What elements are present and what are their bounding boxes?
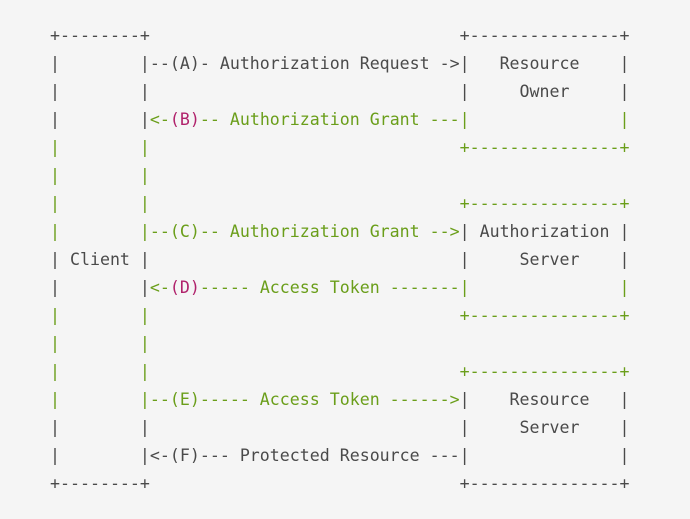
diagram-text-segment: +--------+ +---------------+ (50, 26, 630, 45)
diagram-text-segment: | Resource | (459, 390, 630, 409)
diagram-line: | |--(C)-- Authorization Grant -->| Auth… (50, 218, 629, 246)
oauth-flow-diagram: +--------+ +---------------+ | |--(A)- Au… (50, 22, 629, 498)
diagram-text-segment: <- (149, 110, 170, 129)
diagram-line: | Client | | Server | (50, 246, 629, 274)
diagram-text-segment: | Authorization | (459, 222, 630, 241)
diagram-line: +--------+ +---------------+ (50, 22, 629, 50)
diagram-line: | | +---------------+ (50, 190, 629, 218)
diagram-text-segment: | |--(E)----- Access Token ------> (50, 390, 460, 409)
diagram-text-segment: | |--(C)-- Authorization Grant --> (50, 222, 460, 241)
diagram-line: | | +---------------+ (50, 302, 629, 330)
diagram-line: | |--(E)----- Access Token ------>| Reso… (50, 386, 629, 414)
diagram-line: | |<-(B)-- Authorization Grant ---| | (50, 106, 629, 134)
diagram-line: | | +---------------+ (50, 358, 629, 386)
diagram-text-segment: | | (50, 110, 150, 129)
diagram-text-segment: | | +---------------+ (50, 138, 630, 157)
diagram-text-segment: | Client | | Server | (50, 250, 630, 269)
diagram-text-segment: | | +---------------+ (50, 306, 630, 325)
diagram-line: | |<-(F)--- Protected Resource ---| | (50, 442, 629, 470)
diagram-line: | | (50, 162, 629, 190)
diagram-text-segment: | | | Owner | (50, 82, 630, 101)
diagram-line: | | | Owner | (50, 78, 629, 106)
diagram-text-segment: (B) (169, 110, 200, 129)
diagram-text-segment: -- Authorization Grant ---| | (199, 110, 630, 129)
diagram-text-segment: | | (50, 278, 150, 297)
diagram-line: | | | Server | (50, 414, 629, 442)
diagram-text-segment: | |--(A)- Authorization Request ->| Reso… (50, 54, 630, 73)
diagram-text-segment: <- (149, 278, 170, 297)
diagram-text-segment: +--------+ +---------------+ (50, 474, 630, 493)
diagram-line: | | (50, 330, 629, 358)
diagram-line: +--------+ +---------------+ (50, 470, 629, 498)
diagram-text-segment: | | +---------------+ (50, 194, 630, 213)
diagram-text-segment: ----- Access Token -------| | (199, 278, 630, 297)
diagram-text-segment: | | (50, 166, 150, 185)
diagram-text-segment: | |<-(F)--- Protected Resource ---| | (50, 446, 630, 465)
diagram-text-segment: | | +---------------+ (50, 362, 630, 381)
diagram-text-segment: | | (50, 334, 150, 353)
diagram-text-segment: | | | Server | (50, 418, 630, 437)
diagram-line: | | +---------------+ (50, 134, 629, 162)
diagram-text-segment: (D) (169, 278, 200, 297)
diagram-line: | |<-(D)----- Access Token -------| | (50, 274, 629, 302)
diagram-line: | |--(A)- Authorization Request ->| Reso… (50, 50, 629, 78)
